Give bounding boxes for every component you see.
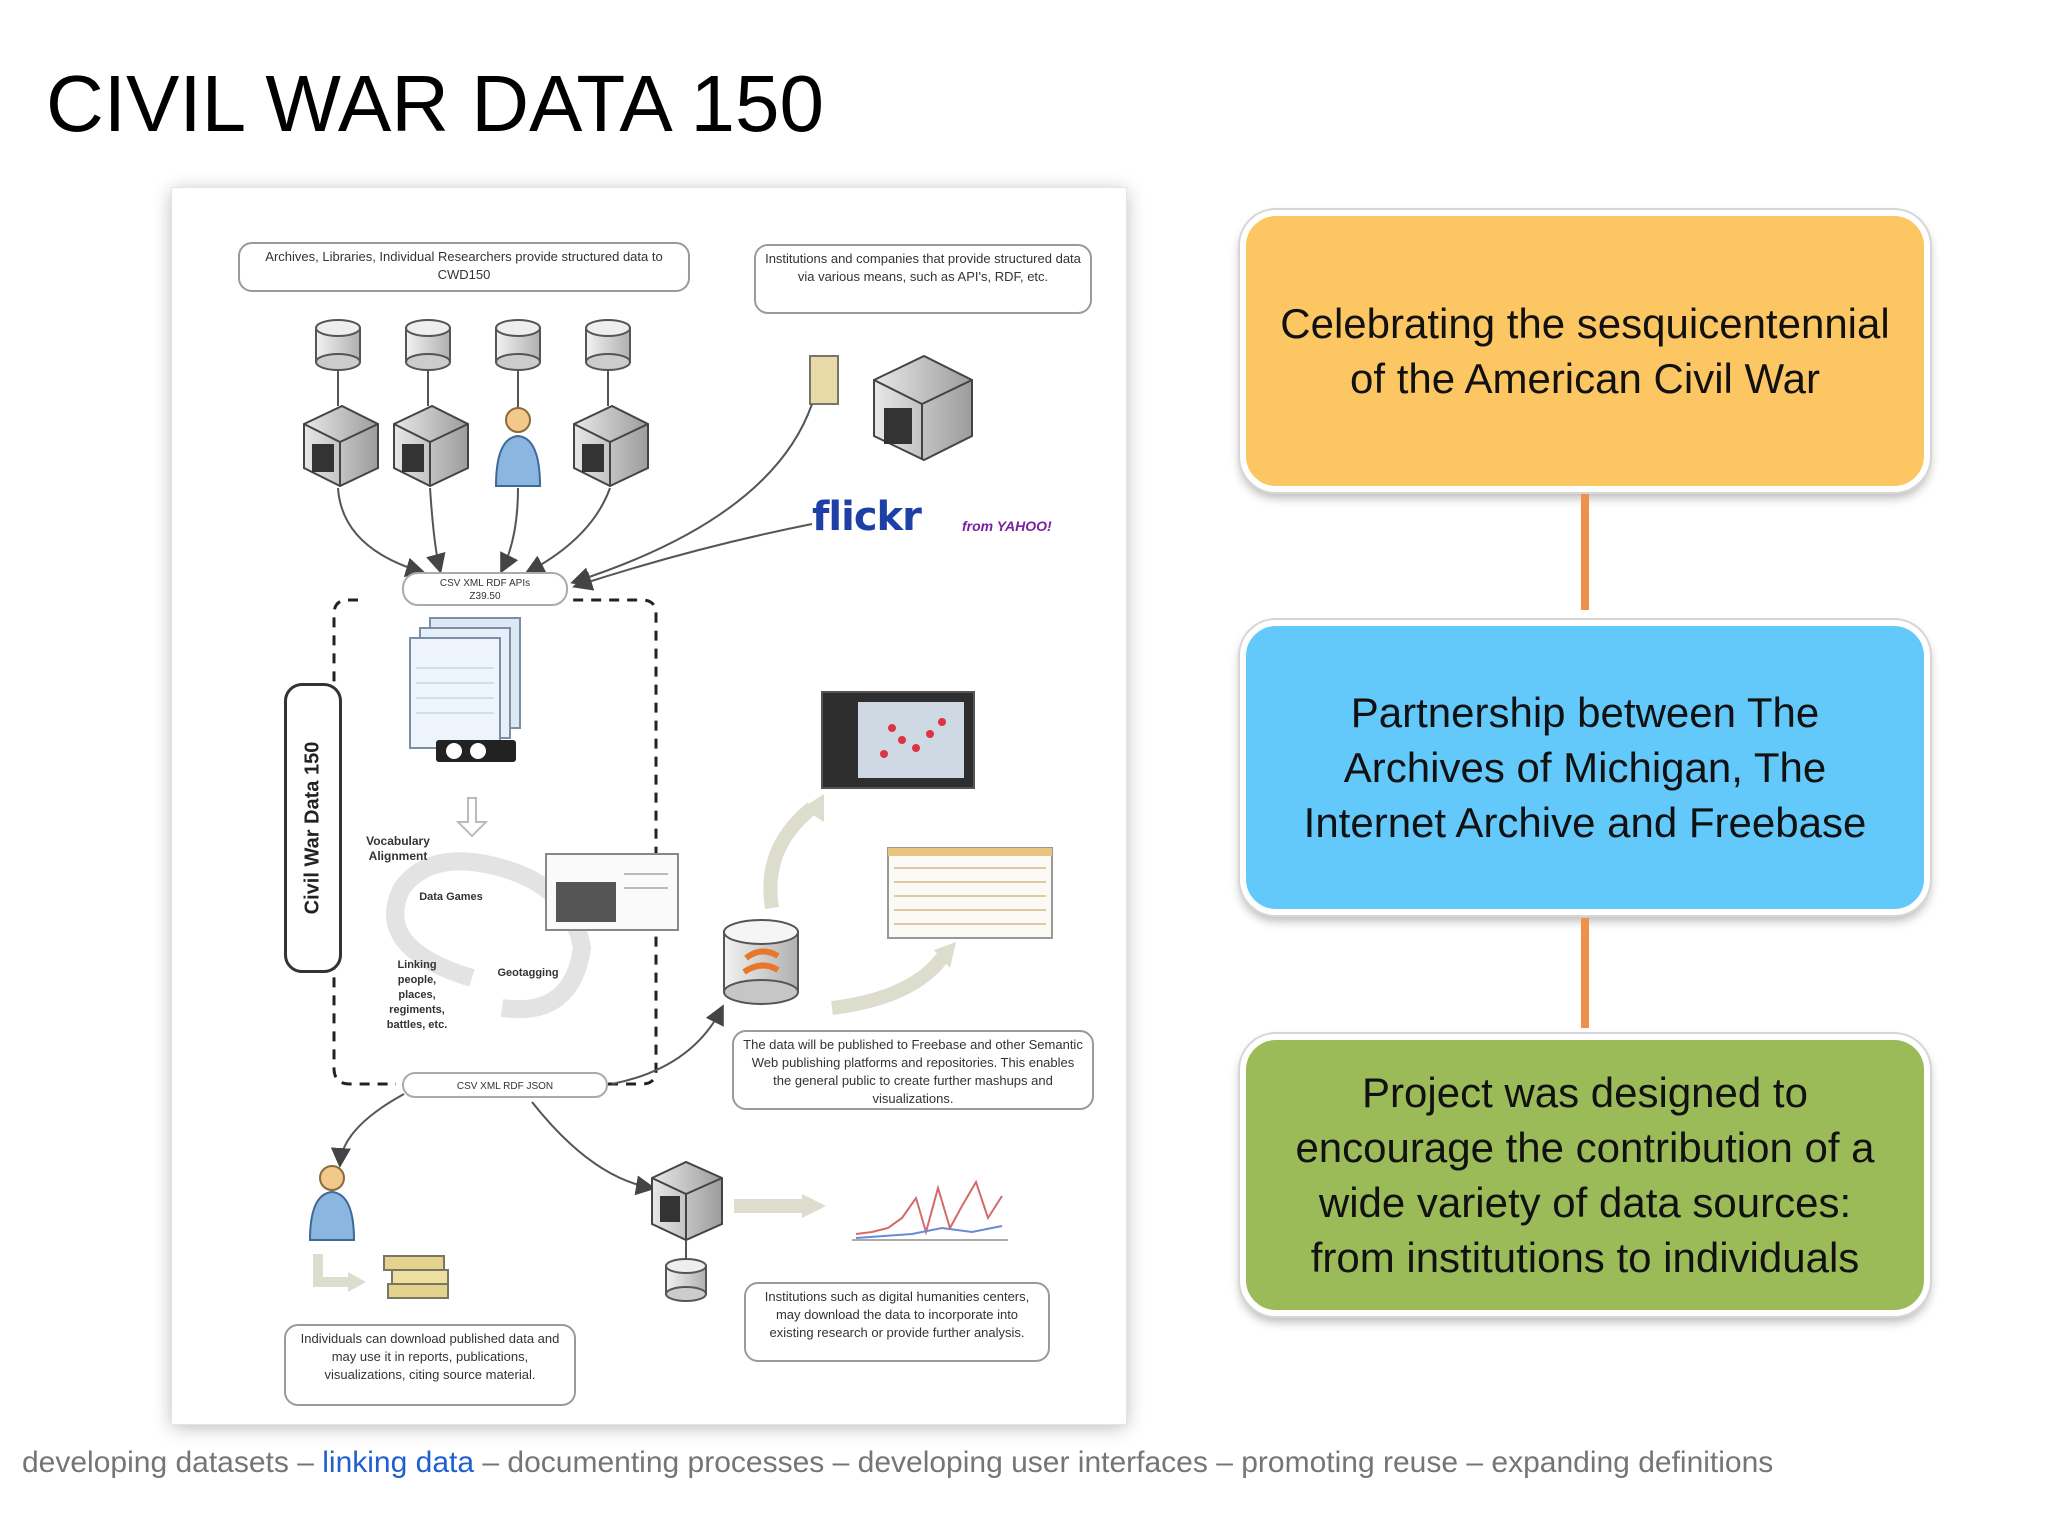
card-project-design: Project was designed to encourage the co… [1240, 1034, 1930, 1316]
card-partnership: Partnership between The Archives of Mich… [1240, 620, 1930, 915]
linking-label: Linking people, places, regiments, battl… [386, 959, 448, 1031]
data-games-label: Data Games [419, 891, 483, 903]
civil-war-data-150-label: Civil War Data 150 [284, 683, 342, 973]
database-icon-4 [585, 319, 631, 371]
input-formats-box: CSV XML RDF APIs Z39.50 [402, 572, 568, 606]
footer-separator: – [832, 1446, 850, 1479]
note-individuals: Individuals can download published data … [284, 1324, 576, 1406]
workflow-diagram: Archives, Libraries, Individual Research… [172, 188, 1126, 1424]
note-data-providers: Archives, Libraries, Individual Research… [238, 242, 690, 292]
person-icon-researcher [494, 407, 542, 487]
note-freebase-publishing: The data will be published to Freebase a… [732, 1030, 1094, 1110]
footer-separator: – [297, 1446, 314, 1479]
footer-item-expanding-definitions: expanding definitions [1491, 1446, 1774, 1479]
yahoo-tagline: from YAHOO! [962, 518, 1052, 534]
flickr-logo: flickr [812, 494, 922, 540]
flickr-wordmark: flickr [812, 494, 922, 540]
map-thumbnail [821, 691, 975, 789]
note-institutions-download: Institutions such as digital humanities … [744, 1282, 1050, 1362]
server-icon-2 [393, 404, 469, 488]
footer-topics: developing datasets – linking data – doc… [22, 1446, 1773, 1480]
institution-server-icon [809, 354, 973, 462]
server-icon-1 [303, 404, 379, 488]
institution-server-icon-2 [651, 1160, 723, 1302]
note-institution-providers: Institutions and companies that provide … [754, 244, 1092, 314]
document-stack-icon [409, 617, 521, 762]
footer-separator: – [1466, 1446, 1484, 1479]
database-icon-2 [405, 319, 451, 371]
database-icon-3 [495, 319, 541, 371]
footer-item-developing-user-interfaces: developing user interfaces [857, 1446, 1208, 1479]
data-games-thumbnail [545, 853, 679, 931]
database-icon-1 [315, 319, 361, 371]
slide-title: CIVIL WAR DATA 150 [46, 59, 825, 148]
footer-item-linking-data: linking data [322, 1446, 475, 1479]
chart-thumbnail [848, 1168, 1008, 1242]
footer-separator: – [1216, 1446, 1233, 1479]
books-icon [313, 1254, 449, 1299]
geotagging-label: Geotagging [497, 967, 559, 979]
card-celebrating: Celebrating the sesquicentennial of the … [1240, 210, 1930, 492]
footer-item-developing-datasets: developing datasets [22, 1446, 289, 1479]
person-icon-individual [308, 1165, 356, 1241]
vertical-label-text: Civil War Data 150 [301, 741, 324, 915]
diagram-graphics [303, 319, 1053, 1302]
vocabulary-alignment-label: Vocabulary Alignment [366, 834, 430, 863]
card-connector-2 [1581, 918, 1589, 1028]
footer-separator: – [482, 1446, 500, 1479]
server-icon-3 [573, 404, 649, 488]
freebase-icon [723, 919, 799, 1005]
output-formats-box: CSV XML RDF JSON [402, 1072, 608, 1098]
table-thumbnail [887, 847, 1053, 939]
footer-item-documenting-processes: documenting processes [507, 1446, 825, 1479]
card-connector-1 [1581, 494, 1589, 610]
footer-item-promoting-reuse: promoting reuse [1241, 1446, 1459, 1479]
